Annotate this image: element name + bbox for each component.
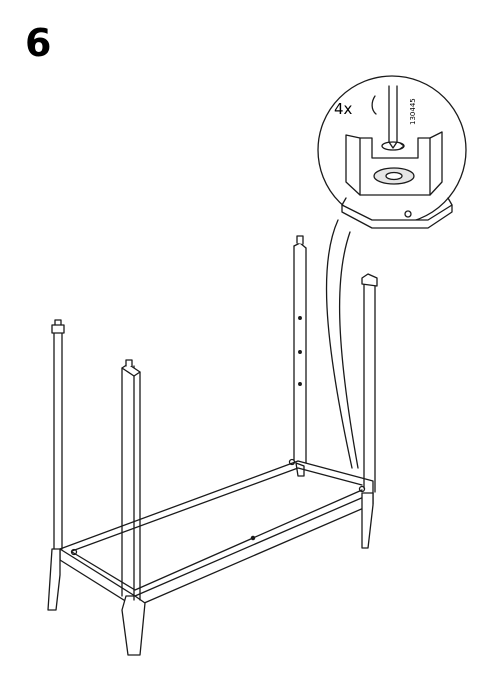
table-frame (47, 458, 374, 656)
leg-left (53, 329, 63, 550)
leg-right (363, 281, 376, 493)
screwdriver-icon (388, 85, 398, 149)
part-number-label: 130445 (409, 98, 417, 125)
leg-front (121, 365, 141, 601)
plate-hole (404, 210, 412, 218)
quantity-label: 4x (334, 100, 353, 118)
step-number: 6 (25, 21, 52, 65)
pointer-line (325, 219, 353, 469)
rotation-arc (371, 95, 377, 115)
leg-back (293, 245, 307, 464)
foot-right (361, 492, 374, 549)
detail-zoom (317, 75, 467, 469)
foot-left (47, 548, 61, 611)
legs (51, 235, 378, 601)
base-plate (341, 204, 453, 229)
foot-front (121, 595, 146, 656)
